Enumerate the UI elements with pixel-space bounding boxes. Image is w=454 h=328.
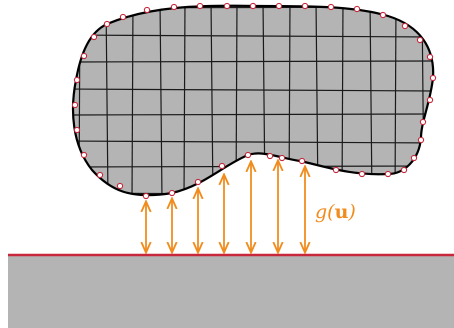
boundary-node: [417, 136, 425, 144]
boundary-node: [353, 5, 361, 13]
grid-line-vertical: [78, 5, 81, 196]
boundary-node: [244, 151, 252, 159]
boundary-node: [116, 182, 124, 190]
boundary-node: [119, 13, 127, 21]
boundary-node: [249, 2, 257, 10]
boundary-node: [218, 162, 226, 170]
grid-line-horizontal: [73, 6, 434, 9]
grid-line-horizontal: [73, 60, 434, 63]
boundary-node: [103, 20, 111, 28]
grid-line-horizontal: [73, 192, 434, 196]
boundary-nodes: [71, 2, 437, 200]
boundary-node: [96, 171, 104, 179]
boundary-node: [298, 157, 306, 165]
boundary-node: [410, 154, 418, 162]
grid-line-horizontal: [73, 88, 434, 92]
body-outline: [71, 4, 435, 197]
boundary-node: [275, 2, 283, 10]
boundary-node: [327, 3, 335, 11]
boundary-node: [332, 166, 340, 174]
boundary-node: [80, 151, 88, 159]
boundary-node: [301, 2, 309, 10]
boundary-node: [429, 74, 437, 82]
grid-line-horizontal: [73, 34, 434, 38]
boundary-node: [143, 6, 151, 14]
ground-block: [8, 255, 454, 328]
boundary-node: [426, 96, 434, 104]
boundary-node: [142, 192, 150, 200]
gap-arrows: [146, 161, 305, 252]
boundary-node: [80, 52, 88, 60]
boundary-node: [416, 36, 424, 44]
boundary-node: [170, 3, 178, 11]
boundary-node: [90, 33, 98, 41]
grid-line-horizontal: [73, 140, 434, 144]
boundary-node: [194, 178, 202, 186]
boundary-node: [358, 170, 366, 178]
boundary-node: [400, 166, 408, 174]
boundary-node: [384, 170, 392, 178]
boundary-node: [401, 22, 409, 30]
boundary-node: [73, 126, 81, 134]
boundary-node: [73, 76, 81, 84]
boundary-node: [278, 154, 286, 162]
boundary-node: [419, 118, 427, 126]
boundary-node: [71, 101, 79, 109]
grid-line-horizontal: [73, 113, 434, 116]
boundary-node: [266, 152, 274, 160]
boundary-node: [168, 189, 176, 197]
boundary-node: [223, 2, 231, 10]
boundary-node: [196, 2, 204, 10]
boundary-node: [426, 53, 434, 61]
boundary-node: [379, 11, 387, 19]
gap-label: g(u): [315, 201, 356, 223]
